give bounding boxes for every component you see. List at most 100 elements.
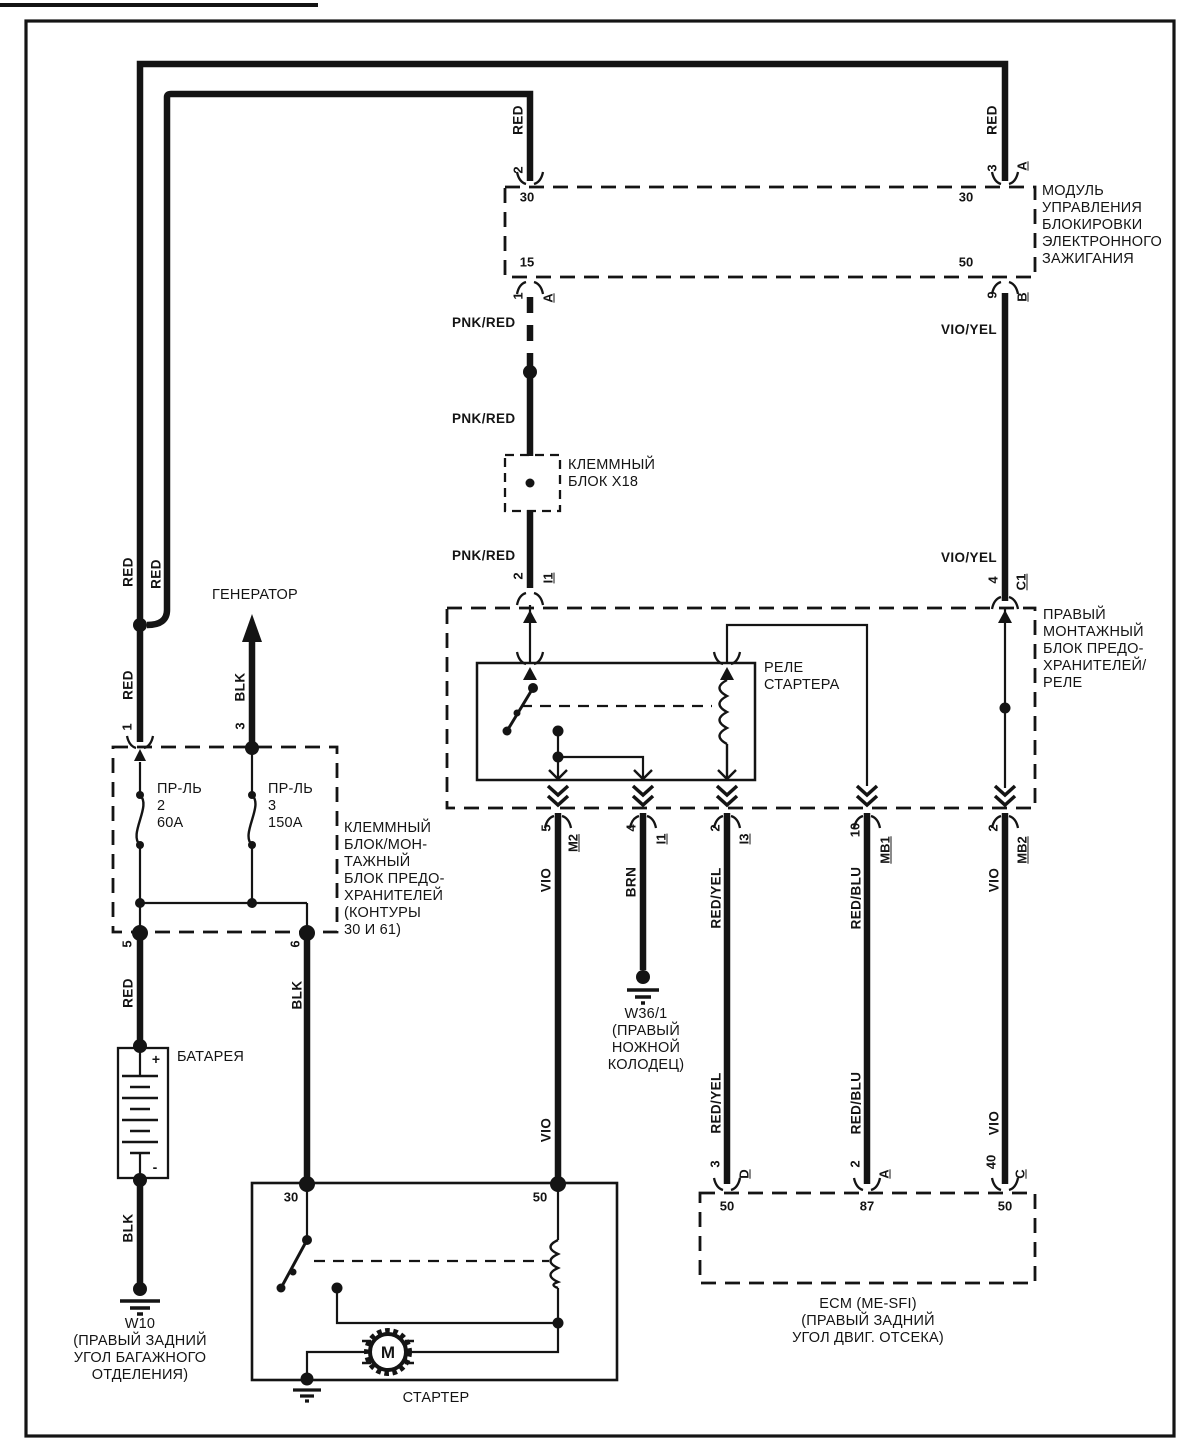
wire-label-red-blu: RED/BLU bbox=[848, 866, 864, 930]
page-border bbox=[24, 19, 1176, 1438]
starter-pin-50: 50 bbox=[532, 1189, 548, 1205]
module-pin-50: 50 bbox=[958, 254, 974, 270]
connector-a: A bbox=[1014, 161, 1030, 171]
pin-3: 3 bbox=[232, 722, 248, 730]
pin-5: 5 bbox=[538, 824, 554, 832]
starter-box bbox=[250, 1181, 619, 1382]
ignition-module-box bbox=[503, 185, 1037, 279]
ecm-pin-50: 50 bbox=[997, 1198, 1013, 1214]
pin-5: 5 bbox=[119, 940, 135, 948]
module-pin-15: 15 bbox=[519, 254, 535, 270]
pin-9: 9 bbox=[984, 291, 1000, 299]
fuse-3-150a-symbol bbox=[247, 794, 257, 846]
ground-w36-label: W36/1 (ПРАВЫЙ НОЖНОЙ КОЛОДЕЦ) bbox=[607, 1006, 685, 1073]
fuse-2-60a-symbol bbox=[135, 794, 145, 846]
wire-label-red-blu: RED/BLU bbox=[848, 1071, 864, 1135]
wire-red-second-bus bbox=[146, 90, 534, 629]
pin-2: 2 bbox=[510, 572, 526, 580]
ground-starter-symbol bbox=[293, 1388, 321, 1403]
junction-dots bbox=[132, 365, 1011, 1386]
wire-label-vio-yel: VIO/YEL bbox=[940, 322, 997, 337]
starter-relay-box bbox=[475, 661, 757, 782]
connector-mb1: MB1 bbox=[877, 836, 893, 864]
starter-switch-blade bbox=[279, 1239, 309, 1289]
module-pin-30: 30 bbox=[958, 189, 974, 205]
fuse-block-label: КЛЕММНЫЙ БЛОК/МОН- ТАЖНЫЙ БЛОК ПРЕДО- ХР… bbox=[344, 820, 445, 938]
wire-label-brn: BRN bbox=[623, 866, 639, 898]
wire-label-vio-yel: VIO/YEL bbox=[940, 550, 997, 565]
wire-red-main-bus bbox=[136, 60, 1009, 626]
generator-label: ГЕНЕРАТОР bbox=[212, 587, 298, 603]
wire-label-red: RED bbox=[510, 105, 526, 135]
wire-label-vio: VIO bbox=[986, 867, 1002, 893]
pin-2: 2 bbox=[510, 166, 526, 174]
exit-chevrons bbox=[546, 784, 1017, 808]
wire-label-pnk-red: PNK/RED bbox=[452, 411, 516, 426]
pin-10: 10 bbox=[847, 822, 863, 838]
battery-box bbox=[116, 1046, 170, 1180]
connector-d: D bbox=[736, 1169, 752, 1179]
connector-mb2: MB2 bbox=[1014, 836, 1030, 864]
fuse-block-box bbox=[111, 745, 339, 934]
starter-motor-symbol bbox=[362, 1328, 414, 1376]
battery-plus-sign: + bbox=[151, 1051, 161, 1067]
fuse-2-label: ПР-ЛЬ 3 150A bbox=[268, 781, 313, 831]
wire-label-vio: VIO bbox=[538, 1117, 554, 1143]
pin-4: 4 bbox=[985, 576, 1001, 584]
motor-brush-right bbox=[404, 1339, 414, 1365]
module-pin-30: 30 bbox=[519, 189, 535, 205]
wire-label-red: RED bbox=[120, 670, 136, 700]
right-fuse-relay-label: ПРАВЫЙ МОНТАЖНЫЙ БЛОК ПРЕДО- ХРАНИТЕЛЕЙ/… bbox=[1043, 607, 1147, 691]
motor-letter: M bbox=[381, 1343, 395, 1362]
internal-wires bbox=[138, 605, 1007, 1377]
right-fuse-relay-box bbox=[445, 606, 1037, 810]
wire-label-blk: BLK bbox=[120, 1213, 136, 1243]
starter-pin-30: 30 bbox=[283, 1189, 299, 1205]
wire-label-blk: BLK bbox=[232, 672, 248, 702]
relay-switch-blade bbox=[505, 687, 535, 732]
scan-artifact-line bbox=[0, 3, 318, 7]
connector-m2: M2 bbox=[565, 833, 581, 853]
fuse-1-label: ПР-ЛЬ 2 60A bbox=[157, 781, 202, 831]
connector-i1: I1 bbox=[540, 572, 556, 584]
wire-label-red: RED bbox=[984, 105, 1000, 135]
wire-label-vio: VIO bbox=[986, 1110, 1002, 1136]
generator-arrow bbox=[242, 614, 262, 642]
battery-plates bbox=[122, 1074, 158, 1155]
connector-i1: I1 bbox=[653, 833, 669, 845]
ground-w10-label: W10 (ПРАВЫЙ ЗАДНИЙ УГОЛ БАГАЖНОГО ОТДЕЛЕ… bbox=[73, 1316, 207, 1383]
ecm-pin-50: 50 bbox=[719, 1198, 735, 1214]
ignition-module-label: МОДУЛЬ УПРАВЛЕНИЯ БЛОКИРОВКИ ЭЛЕКТРОННОГ… bbox=[1042, 183, 1163, 267]
wire-label-pnk-red: PNK/RED bbox=[452, 315, 516, 330]
pin-4: 4 bbox=[623, 824, 639, 832]
relay-output-arrows bbox=[548, 769, 737, 781]
wire-label-red-yel: RED/YEL bbox=[708, 867, 724, 929]
connector-hooks bbox=[125, 171, 1020, 1192]
starter-solenoid-coil bbox=[549, 1238, 562, 1290]
connector-a: A bbox=[876, 1169, 892, 1179]
terminal-block-x18-label: КЛЕММНЫЙ БЛОК X18 bbox=[568, 457, 656, 490]
wire-label-vio: VIO bbox=[538, 867, 554, 893]
wire-label-red: RED bbox=[148, 559, 164, 589]
ecm-pin-87: 87 bbox=[859, 1198, 875, 1214]
power-wires bbox=[136, 60, 1009, 1283]
pin-2: 2 bbox=[707, 824, 723, 832]
pin-1: 1 bbox=[119, 723, 135, 731]
ecm-label: ECM (ME-SFI) (ПРАВЫЙ ЗАДНИЙ УГОЛ ДВИГ. О… bbox=[792, 1296, 944, 1346]
ground-w10-symbol bbox=[120, 1299, 160, 1316]
connector-c1: C1 bbox=[1013, 573, 1029, 591]
wire-label-red: RED bbox=[120, 557, 136, 587]
pin-2: 2 bbox=[847, 1160, 863, 1168]
connector-c: C bbox=[1012, 1169, 1028, 1179]
relay-coil bbox=[718, 678, 730, 780]
pin-1: 1 bbox=[510, 292, 526, 300]
pin-3: 3 bbox=[984, 164, 1000, 172]
wire-label-pnk-red: PNK/RED bbox=[452, 548, 516, 563]
motor-brush-left bbox=[362, 1339, 372, 1365]
pin-40: 40 bbox=[983, 1154, 999, 1170]
wire-label-blk: BLK bbox=[289, 980, 305, 1010]
flow-arrows bbox=[134, 610, 1012, 761]
connector-b: B bbox=[1014, 292, 1030, 302]
